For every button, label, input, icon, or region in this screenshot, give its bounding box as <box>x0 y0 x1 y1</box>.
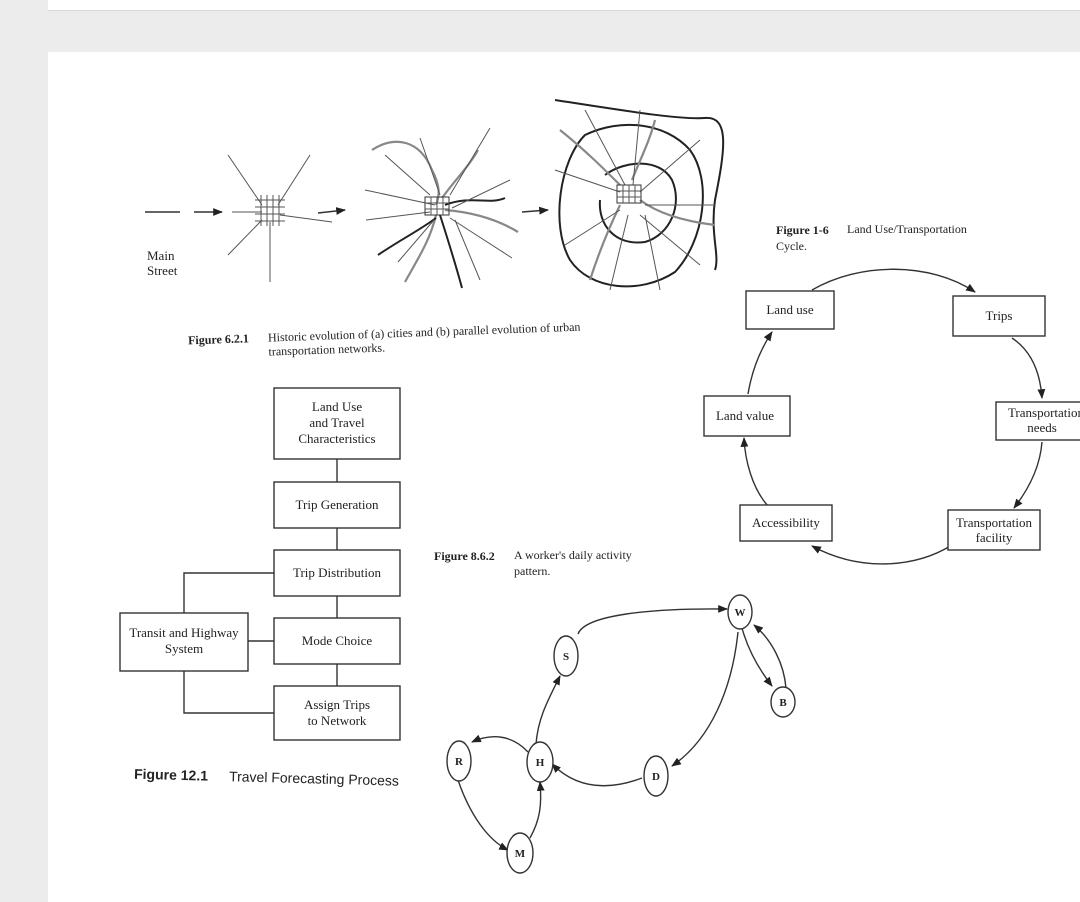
stage-metropolitan-city <box>554 99 725 291</box>
edge-b-to-w <box>753 624 787 689</box>
main-street-label-line2: Street <box>147 263 178 278</box>
edge-h-to-s <box>535 675 561 745</box>
edge-w-to-d <box>671 631 739 767</box>
figure-6-2-1: Main Street Figure 6.2.1 Historic evolut… <box>145 99 725 359</box>
node-transportation-facility-label-line1: Transportation <box>956 515 1033 530</box>
node-trips <box>952 295 1046 337</box>
box-mode-choice-label: Mode Choice <box>302 633 373 648</box>
figure-1-6: Figure 1-6 Land Use/Transportation Cycle… <box>703 222 1080 565</box>
node-b: B <box>770 686 796 718</box>
node-transportation-needs <box>995 401 1080 441</box>
box-transit-highway-line1: Transit and Highway <box>129 625 239 640</box>
box-assign-trips-line1: Assign Trips <box>304 697 370 712</box>
figure-12-1-number: Figure 12.1 <box>134 766 209 784</box>
edge-m-to-h <box>529 781 545 839</box>
node-m-label: M <box>515 848 526 860</box>
node-w-label: W <box>735 607 746 619</box>
edge-h-to-r <box>471 734 529 753</box>
node-land-use <box>745 290 835 330</box>
connector-distribution-to-transit <box>183 572 274 613</box>
node-trips-label: Trips <box>986 308 1013 323</box>
figure-8-6-2-number: Figure 8.6.2 <box>434 549 495 563</box>
edge-w-to-b <box>741 627 773 687</box>
node-transportation-needs-label-line2: needs <box>1027 420 1057 435</box>
arrow-landuse-to-trips <box>811 268 976 293</box>
figure-12-1: Land Use and Travel Characteristics Trip… <box>119 387 401 789</box>
arrow-needs-to-facility <box>1013 441 1043 509</box>
node-s-label: S <box>563 651 569 663</box>
box-land-use-travel-line2: and Travel <box>309 415 365 430</box>
edge-s-to-w <box>577 604 728 635</box>
figure-1-6-number: Figure 1-6 <box>776 223 829 237</box>
node-land-use-label: Land use <box>766 302 814 317</box>
node-b-label: B <box>779 697 787 709</box>
box-assign-trips-line2: to Network <box>308 713 367 728</box>
figure-6-2-1-caption-line2: transportation networks. <box>268 341 385 359</box>
box-trip-generation <box>273 481 401 529</box>
stage-crossroads-town <box>227 154 346 282</box>
box-transit-highway <box>119 612 249 672</box>
figure-1-6-caption-line1: Land Use/Transportation <box>847 222 967 236</box>
box-transit-highway-line2: System <box>165 641 203 656</box>
node-d: D <box>643 755 669 797</box>
box-assign-trips <box>273 685 401 741</box>
node-s: S <box>553 635 579 677</box>
node-land-value <box>703 395 791 437</box>
connector-transit-to-assign <box>183 671 274 714</box>
arrow-facility-to-accessibility <box>811 544 953 565</box>
page-sheet <box>48 52 1080 902</box>
node-h-label: H <box>536 757 545 769</box>
box-trip-distribution <box>273 549 401 597</box>
arrow-landvalue-to-landuse <box>747 331 773 395</box>
figure-8-6-2-caption-line2: pattern. <box>514 564 550 578</box>
figure-6-2-1-caption-line1: Historic evolution of (a) cities and (b)… <box>268 320 581 345</box>
box-trip-distribution-label: Trip Distribution <box>293 565 382 580</box>
figure-6-2-1-number: Figure 6.2.1 <box>188 331 249 347</box>
arrow-accessibility-to-landvalue <box>740 437 769 507</box>
node-land-value-label: Land value <box>716 408 774 423</box>
node-r: R <box>446 740 472 782</box>
top-toolbar-strip <box>48 0 1080 11</box>
node-transportation-needs-label-line1: Transportation <box>1008 405 1080 420</box>
figure-12-1-caption: Travel Forecasting Process <box>229 768 399 788</box>
node-accessibility <box>739 504 833 542</box>
arrow-trips-to-needs <box>1011 337 1046 399</box>
edge-d-to-h <box>551 763 643 787</box>
box-trip-generation-label: Trip Generation <box>296 497 379 512</box>
figure-8-6-2: Figure 8.6.2 A worker's daily activity p… <box>434 548 796 874</box>
box-land-use-travel-line3: Characteristics <box>298 431 375 446</box>
node-d-label: D <box>652 771 660 783</box>
figure-1-6-caption-line2: Cycle. <box>776 239 807 253</box>
main-street-label-line1: Main <box>147 248 175 263</box>
node-accessibility-label: Accessibility <box>752 515 820 530</box>
box-land-use-travel <box>273 387 401 460</box>
box-land-use-travel-line1: Land Use <box>312 399 362 414</box>
node-h: H <box>526 741 554 783</box>
stage-growing-city <box>364 127 549 289</box>
box-mode-choice <box>273 617 401 665</box>
node-transportation-facility-label-line2: facility <box>976 530 1013 545</box>
node-r-label: R <box>455 756 464 768</box>
node-m: M <box>506 832 534 874</box>
node-w: W <box>727 594 753 630</box>
figure-8-6-2-caption-line1: A worker's daily activity <box>514 548 632 562</box>
node-transportation-facility <box>947 509 1041 551</box>
edge-r-to-m <box>457 779 509 851</box>
